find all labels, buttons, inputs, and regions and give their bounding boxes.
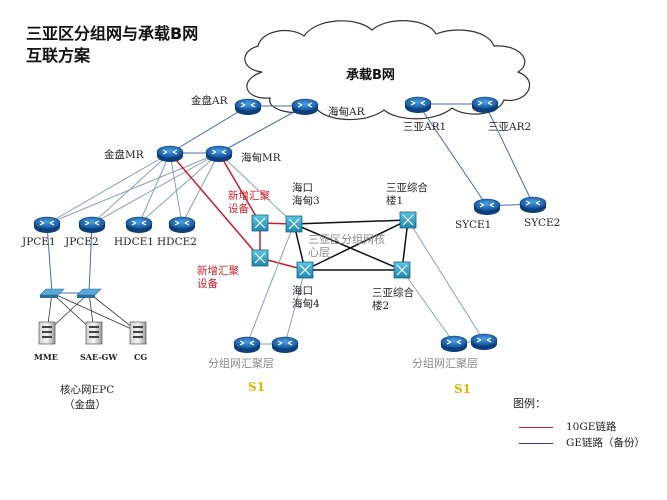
router-jpce2-icon [78,216,106,233]
link-jinpan-ar-jinpan-mr [169,105,249,154]
switch-new-agg-2-icon [251,249,269,267]
cloud-label: 承载B网 [346,68,395,83]
router-agg-right-2-icon [470,333,498,350]
router-hdce2-icon [168,216,196,233]
link-jinpan-mr-ce-2 [91,152,171,225]
switch-sanya-zonghe2-icon [393,261,411,279]
label-syce1: SYCE1 [455,219,492,231]
label-s1-left: S1 [248,380,266,394]
link-hk3-agg1 [246,223,295,345]
legend-title: 图例： [513,397,546,410]
label-epc: 核心网EPC [60,384,115,396]
label-sae-gw: SAE-GW [80,352,118,362]
link-jinpan-mr-new-agg-2 [169,152,261,259]
label-cg: CG [134,352,148,362]
label-hdce2: HDCE2 [157,236,197,248]
router-agg-left-2-icon [271,336,299,353]
link-core-zh1-hk4 [304,219,409,271]
link-hk4-agg2 [284,269,306,345]
router-jpce1-icon [33,216,61,233]
diagram-title-line2: 互联方案 [26,46,91,65]
server-cg-icon [129,321,147,345]
router-agg-right-1-icon [440,335,468,352]
label-jpce2: JPCE2 [65,236,99,248]
link-haidian-ar-haidian-mr [218,105,306,154]
label-core-layer: 三亚区分组网核心层 [308,233,385,259]
label-syce2: SYCE2 [524,217,561,229]
link-zh2-agg3 [401,269,455,344]
label-jinpan-mr: 金盘MR [104,149,144,161]
router-sanya-ar1-icon [404,96,432,113]
legend-line-ge [519,443,553,444]
switch-haikou-haidian3-icon [285,215,303,233]
link-jpce1-sw1 [46,223,53,294]
link-jpce2-sw2 [88,223,93,294]
switch-haikou-haidian4-icon [296,261,314,279]
switch-sanya-zonghe1-icon [399,211,417,229]
switch-new-agg-1-icon [251,214,269,232]
router-haidian-ar-icon [291,98,319,115]
label-jpce1: JPCE1 [22,236,56,248]
link-core-hk3-zh2 [293,223,403,271]
label-agg-layer-right: 分组网汇聚层 [412,357,478,370]
label-jinpan-ar: 金盘AR [191,95,228,107]
link-haidian-mr-ce-1 [46,152,220,225]
label-hdce1: HDCE1 [114,236,154,248]
label-new-agg-2: 新增汇聚设备 [197,265,239,290]
router-jinpan-ar-icon [234,98,262,115]
label-haikou-haidian3: 海口海甸3 [292,182,320,207]
epc-switch-1-icon [39,288,65,298]
server-mme-icon [38,321,56,345]
label-mme: MME [34,352,58,362]
label-haidian-mr: 海甸MR [241,152,281,164]
devices [33,96,547,353]
label-new-agg-1: 新增汇聚设备 [228,190,270,215]
router-sanya-ar2-icon [471,96,499,113]
label-epc-sub: （金盘） [64,399,106,411]
label-haikou-haidian4: 海口海甸4 [292,285,320,310]
label-sanya-zonghe1: 三亚综合楼1 [386,182,428,207]
label-s1-right: S1 [454,382,472,396]
link-sanya-ar1-syce1 [417,103,488,207]
link-haidian-mr-new-agg-1 [218,152,261,224]
router-haidian-mr-icon [205,145,233,162]
link-haidian-mr-hk3 [218,152,295,225]
link-jinpan-mr-ce-1 [46,152,171,225]
label-sanya-zonghe2: 三亚综合楼2 [372,287,414,312]
link-jinpan-mr-ce-4 [169,152,183,225]
legend-line-10ge [519,427,553,428]
router-agg-left-1-icon [233,336,261,353]
label-sanya-ar1: 三亚AR1 [403,121,447,133]
link-sw1-server-3 [51,292,139,333]
router-jinpan-mr-icon [156,145,184,162]
label-agg-layer-left: 分组网汇聚层 [208,357,274,370]
epc-switch-2-icon [76,288,102,298]
diagram-title-line1: 三亚区分组网与承载B网 [26,24,199,43]
router-syce2-icon [519,196,547,213]
router-hdce1-icon [125,216,153,233]
label-sanya-ar2: 三亚AR2 [488,121,532,133]
legend-item-ge: GE链路（备份） [566,437,646,449]
link-sanya-ar2-syce2 [484,103,534,205]
label-haidian-ar: 海甸AR [328,106,365,118]
router-syce1-icon [473,198,501,215]
link-haidian-mr-ce-3 [138,152,220,225]
legend-item-10ge: 10GE链路 [566,421,617,433]
link-haidian-mr-ce-2 [91,152,220,225]
link-jinpan-mr-ce-3 [138,152,171,225]
link-core-hk3-zh1 [293,219,409,225]
link-zh1-agg4 [407,219,485,342]
server-sae-gw-icon [85,321,103,345]
